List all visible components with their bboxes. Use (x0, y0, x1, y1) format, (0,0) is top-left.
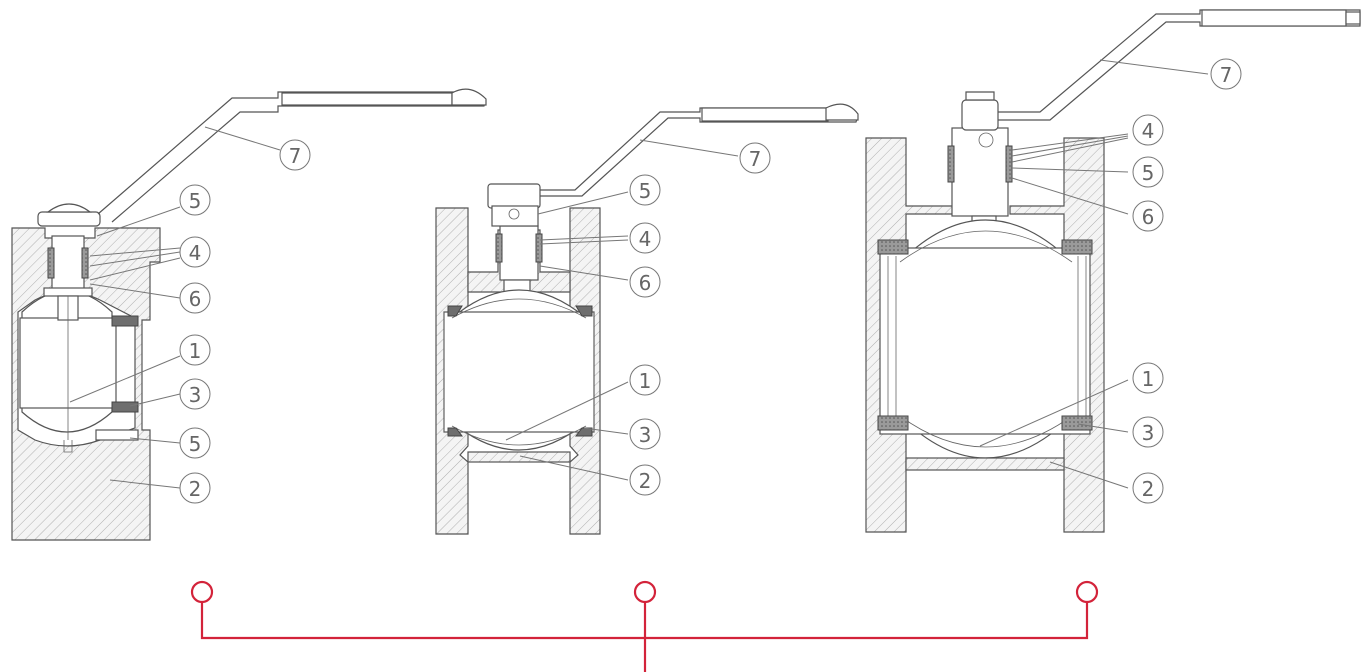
callout-label: 4 (189, 241, 202, 265)
valve-1-callouts: 7 5 4 6 1 3 5 2 (69, 126, 311, 504)
callout-label: 5 (1142, 161, 1155, 185)
callout-4: 4 (629, 222, 661, 254)
callout-label: 2 (639, 469, 652, 493)
callout-2: 2 (179, 472, 211, 504)
callout-label: 3 (639, 423, 652, 447)
callout-label: 5 (189, 189, 202, 213)
callout-5: 5 (629, 174, 661, 206)
callout-6: 6 (179, 282, 211, 314)
callout-label: 6 (189, 287, 202, 311)
valve-2-wafer (435, 103, 859, 535)
callout-label: 5 (639, 179, 652, 203)
callout-6: 6 (1132, 200, 1164, 232)
callout-3: 3 (629, 418, 661, 450)
callout-label: 7 (1220, 63, 1233, 87)
valve-1-seat-bottom (111, 401, 139, 413)
callout-5-bottom: 5 (179, 427, 211, 459)
callout-2: 2 (629, 464, 661, 496)
valve-3-callouts: 7 4 5 6 1 3 2 (979, 58, 1242, 504)
callout-4: 4 (1132, 114, 1164, 146)
callout-4: 4 (179, 236, 211, 268)
valve-1-compact (11, 88, 487, 541)
callout-7: 7 (739, 142, 771, 174)
callout-label: 6 (639, 271, 652, 295)
callout-label: 2 (189, 477, 202, 501)
callout-label: 4 (639, 227, 652, 251)
range-marker-large (1075, 580, 1099, 604)
callout-1: 1 (179, 334, 211, 366)
callout-5: 5 (179, 184, 211, 216)
callout-7: 7 (1210, 58, 1242, 90)
callout-7: 7 (279, 139, 311, 171)
callout-3: 3 (1132, 416, 1164, 448)
callout-1: 1 (1132, 362, 1164, 394)
callout-3: 3 (179, 378, 211, 410)
callout-label: 7 (749, 147, 762, 171)
callout-label: 1 (189, 339, 202, 363)
valve-3-flanged (865, 9, 1361, 533)
range-marker-small (190, 580, 214, 604)
size-range-bracket (190, 580, 1099, 672)
valve-1-seat-top (111, 315, 139, 327)
range-marker-medium (633, 580, 657, 604)
callout-1: 1 (629, 364, 661, 396)
callout-label: 4 (1142, 119, 1155, 143)
callout-label: 7 (289, 144, 302, 168)
callout-label: 6 (1142, 205, 1155, 229)
callout-6: 6 (629, 266, 661, 298)
callout-5: 5 (1132, 156, 1164, 188)
callout-label: 3 (189, 383, 202, 407)
valve-2-callouts: 7 5 4 6 1 3 2 (505, 139, 771, 496)
callout-label: 1 (1142, 367, 1155, 391)
callout-label: 2 (1142, 477, 1155, 501)
callout-label: 5 (189, 432, 202, 456)
callout-2: 2 (1132, 472, 1164, 504)
callout-label: 3 (1142, 421, 1155, 445)
callout-label: 1 (639, 369, 652, 393)
